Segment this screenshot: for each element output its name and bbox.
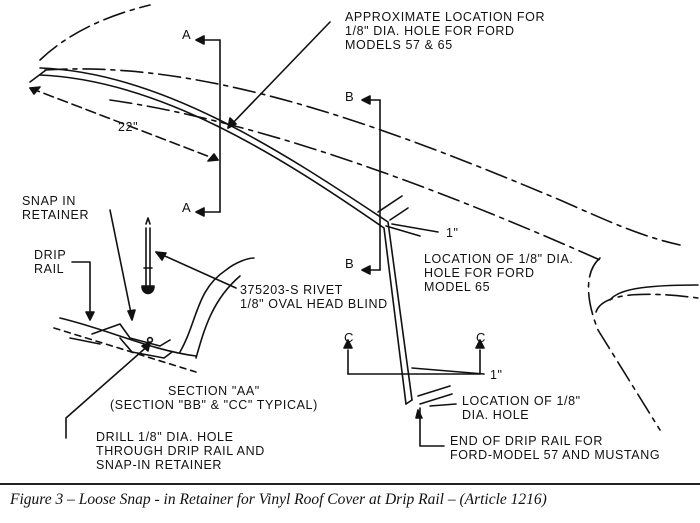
drip-rail-line-2 [39,74,407,405]
section-marker-b-bottom: B [345,256,354,271]
section-marker-c-left: C [344,330,354,345]
drip-rail-label: DRIP RAIL [34,248,67,276]
dim-22-arrow-left [29,86,41,95]
dim-1-b-leader [391,223,439,233]
drill-leader [65,343,151,439]
section-aa-detail [53,257,255,373]
drip-rail-line-1 [39,67,413,401]
section-aa-label: SECTION "AA" (SECTION "BB" & "CC" TYPICA… [110,384,318,412]
dim-1-c-label: 1" [490,368,503,382]
roof-corner-inner [609,284,699,301]
end-drip-leader [419,407,445,447]
drill-label: DRILL 1/8" DIA. HOLE THROUGH DRIP RAIL A… [96,430,265,472]
rivet-leader [155,251,237,289]
location-hole-leader [429,403,457,407]
hole-c-mark-2 [419,393,453,405]
section-marker-c-right: C [476,330,486,345]
section-marker-a-bottom: A [182,200,191,215]
location-model65-label: LOCATION OF 1/8" DIA. HOLE FOR FORD MODE… [424,252,574,294]
rivet [141,217,155,295]
dim-22-label: 22" [118,120,139,134]
section-marker-b-top: B [345,89,354,104]
figure-caption-bar: Figure 3 – Loose Snap - in Retainer for … [0,483,700,523]
end-drip-rail-label: END OF DRIP RAIL FOR FORD-MODEL 57 AND M… [450,434,661,462]
hole-c-mark [417,385,451,397]
roof-outline-lower [109,99,601,261]
section-marker-a-top: A [182,27,191,42]
roof-corner-inner-2 [595,293,699,313]
hole-b-mark-2 [389,207,409,221]
location-model65-leader [385,225,421,237]
dim-1-c-leader [411,367,485,375]
dim-22-arrow-right [207,153,219,162]
dim-22-line [29,87,219,161]
dim-22-ext-left [29,69,47,83]
figure-caption: Figure 3 – Loose Snap - in Retainer for … [10,491,547,508]
drip-rail-end [405,399,413,405]
roof-outline-upper [44,68,681,246]
location-dia-hole-label: LOCATION OF 1/8" DIA. HOLE [462,394,581,422]
rivet-label: 375203-S RIVET 1/8" OVAL HEAD BLIND [240,283,388,311]
snap-in-retainer-label: SNAP IN RETAINER [22,194,90,222]
hole-b-mark [377,195,403,213]
drip-rail-leader [71,261,91,317]
approx-location-label: APPROXIMATE LOCATION FOR 1/8" DIA. HOLE … [345,10,546,52]
roof-corner-curve [587,257,661,431]
roof-outline-front [39,4,151,61]
dim-1-b-label: 1" [446,226,459,240]
snap-retainer-leader [109,209,133,319]
approx-location-leader [227,21,331,129]
